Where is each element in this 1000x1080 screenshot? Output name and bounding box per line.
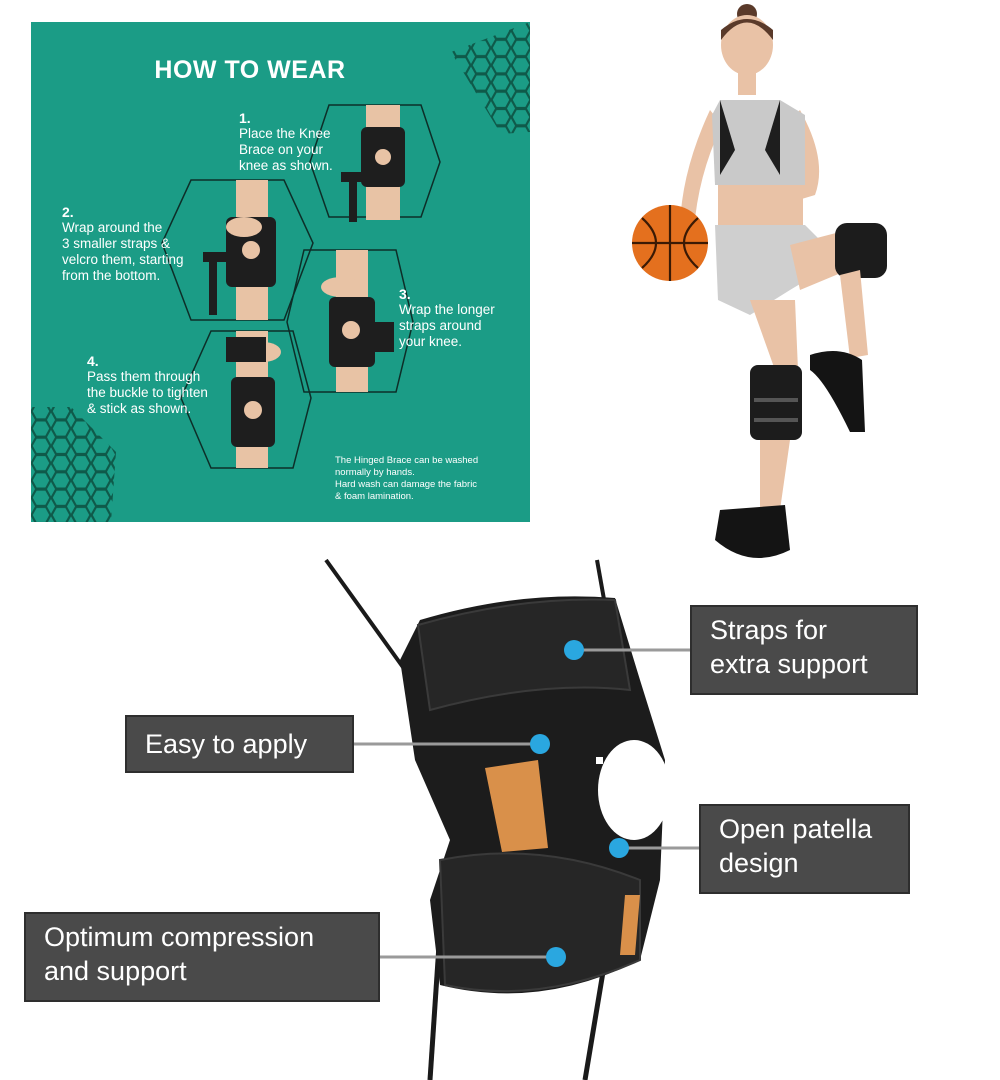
step-2-number: 2.: [62, 204, 74, 220]
marker-easy-apply: [530, 734, 550, 754]
step-1-text: Place the Knee Brace on your knee as sho…: [239, 126, 333, 173]
hinge-pad-orange: [485, 760, 548, 852]
step-2-hex-frame: [161, 179, 314, 321]
patella-opening: [598, 740, 670, 840]
how-to-wear-title: HOW TO WEAR: [154, 56, 346, 84]
step-2-instruction: 2. Wrap around the 3 smaller straps & ve…: [62, 204, 184, 284]
step-3-number: 3.: [399, 286, 411, 302]
knee-brace-product-image: [324, 558, 700, 1080]
model-photo: [632, 4, 887, 558]
how-to-wear-illustration: [31, 22, 530, 522]
step-4-text: Pass them through the buckle to tighten …: [87, 369, 208, 416]
step-1-number: 1.: [239, 110, 251, 126]
step-3-hex-frame: [286, 249, 414, 393]
step-2-text: Wrap around the 3 smaller straps & velcr…: [62, 220, 184, 283]
step-1-instruction: 1. Place the Knee Brace on your knee as …: [239, 110, 333, 174]
marker-patella: [609, 838, 629, 858]
callout-open-patella: Open patella design: [699, 804, 910, 894]
model-knee-brace-raised: [835, 223, 887, 278]
model-knee-brace-standing: [750, 365, 802, 440]
how-to-wear-panel: HOW TO WEAR 1. Place the Knee Brace on y…: [31, 22, 530, 522]
step-4-instruction: 4. Pass them through the buckle to tight…: [87, 353, 208, 417]
wash-care-note: The Hinged Brace can be washed normally …: [335, 455, 479, 502]
hex-pattern-top-right: [451, 22, 530, 134]
callout-easy-to-apply: Easy to apply: [125, 715, 354, 773]
step-4-photo: [226, 331, 281, 468]
hex-pattern-bottom-left: [31, 407, 116, 522]
step-1-hex-frame: [309, 104, 441, 218]
callout-compression: Optimum compression and support: [24, 912, 380, 1002]
callout-straps: Straps for extra support: [690, 605, 918, 695]
step-4-number: 4.: [87, 353, 99, 369]
step-3-photo: [321, 250, 394, 392]
step-4-hex-frame: [180, 330, 312, 469]
marker-compression: [546, 947, 566, 967]
marker-straps: [564, 640, 584, 660]
step-2-photo: [203, 180, 276, 320]
step-3-text: Wrap the longer straps around your knee.: [399, 302, 495, 349]
step-3-instruction: 3. Wrap the longer straps around your kn…: [399, 286, 495, 350]
step-1-photo: [341, 105, 405, 222]
